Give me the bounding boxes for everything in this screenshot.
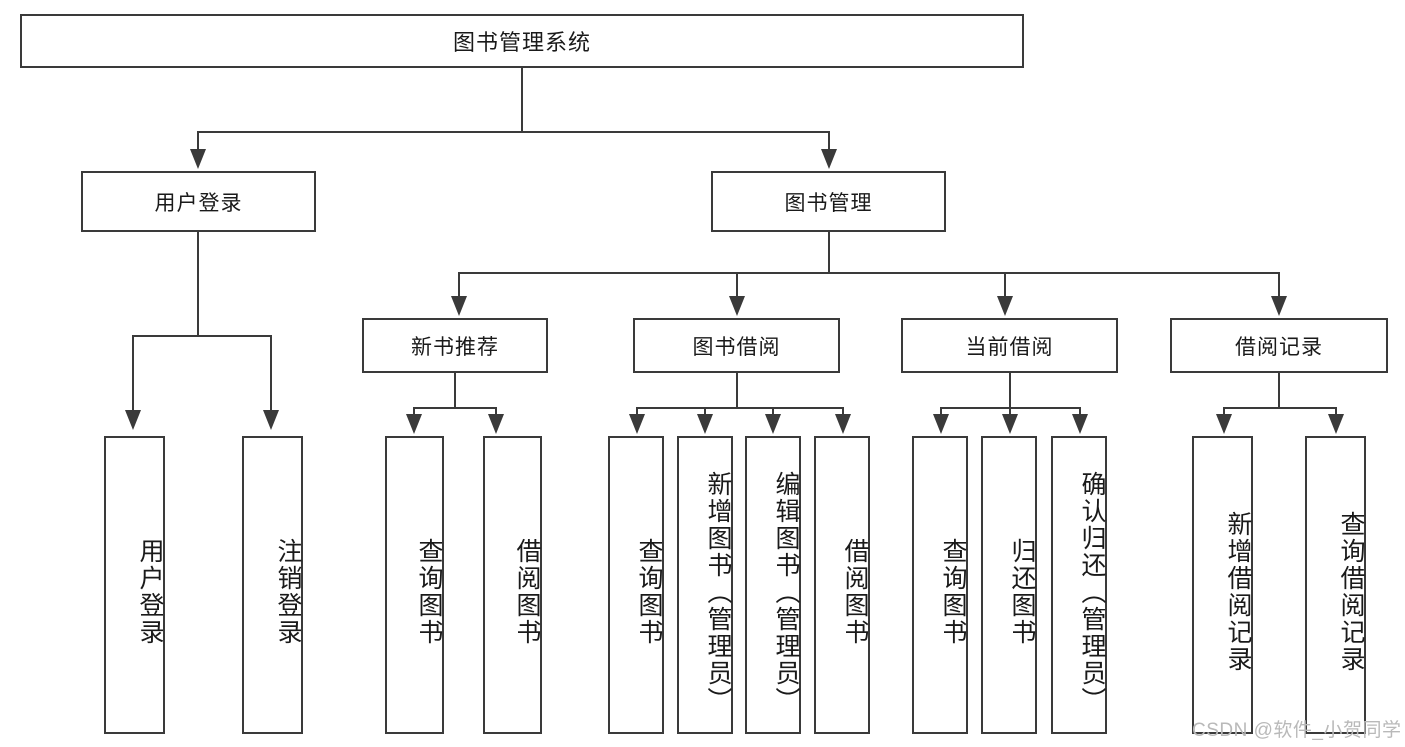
- node-leaf-query-record[interactable]: 查询借阅记录: [1305, 436, 1366, 734]
- edge-to-leaf-borrow-book-1: [495, 407, 497, 420]
- edge-book-management-splitter: [459, 272, 1280, 274]
- arrowhead-to-leaf-query-book-3: [933, 414, 949, 434]
- node-label: 注销登录: [274, 538, 302, 646]
- arrowhead-to-leaf-edit-book: [765, 414, 781, 434]
- edge-new-book-recommend-trunk: [454, 373, 456, 408]
- node-label: 归还图书: [1008, 538, 1036, 646]
- edge-root-to-user-login: [197, 131, 199, 157]
- edge-to-borrow-record: [1278, 272, 1280, 302]
- edge-borrow-record-splitter: [1224, 407, 1337, 409]
- arrowhead-to-leaf-user-login: [125, 410, 141, 430]
- node-leaf-add-book[interactable]: 新增图书（管理员）: [677, 436, 733, 734]
- arrowhead-to-leaf-add-book: [697, 414, 713, 434]
- edge-book-management-trunk: [828, 232, 830, 274]
- node-current-borrow[interactable]: 当前借阅: [901, 318, 1118, 373]
- arrowhead-to-leaf-confirm-return: [1072, 414, 1088, 434]
- arrowhead-to-leaf-query-record: [1328, 414, 1344, 434]
- node-leaf-return-book[interactable]: 归还图书: [981, 436, 1037, 734]
- node-book-management[interactable]: 图书管理: [711, 171, 946, 232]
- node-leaf-edit-book[interactable]: 编辑图书（管理员）: [745, 436, 801, 734]
- edge-to-leaf-add-book: [704, 407, 706, 420]
- edge-book-borrow-trunk: [736, 373, 738, 408]
- edge-root-trunk: [521, 68, 523, 132]
- edge-to-leaf-query-book-1: [413, 407, 415, 420]
- edge-to-leaf-add-record: [1223, 407, 1225, 420]
- edge-book-borrow-splitter: [637, 407, 844, 409]
- node-book-management-system[interactable]: 图书管理系统: [20, 14, 1024, 68]
- node-leaf-query-book-1[interactable]: 查询图书: [385, 436, 444, 734]
- edge-new-book-recommend-splitter: [414, 407, 497, 409]
- node-user-login[interactable]: 用户登录: [81, 171, 316, 232]
- edge-current-borrow-splitter: [941, 407, 1081, 409]
- node-leaf-borrow-book-1[interactable]: 借阅图书: [483, 436, 542, 734]
- arrowhead-to-leaf-borrow-book-1: [488, 414, 504, 434]
- node-label: 图书管理: [784, 191, 873, 215]
- node-leaf-query-book-3[interactable]: 查询图书: [912, 436, 968, 734]
- node-label: 编辑图书（管理员）: [772, 470, 800, 714]
- arrowhead-to-leaf-return-book: [1002, 414, 1018, 434]
- node-label: 借阅图书: [841, 538, 869, 646]
- csdn-watermark: CSDN @软件_小贺同学: [1192, 720, 1402, 741]
- node-book-borrow[interactable]: 图书借阅: [633, 318, 840, 373]
- node-label: 当前借阅: [965, 335, 1054, 359]
- node-label: 新书推荐: [411, 335, 499, 359]
- arrowhead-to-new-book-recommend: [451, 296, 467, 316]
- node-label: 图书管理系统: [452, 30, 591, 55]
- edge-to-leaf-return-book: [1009, 407, 1011, 420]
- node-label: 新增图书（管理员）: [704, 470, 732, 714]
- node-label: 用户登录: [154, 191, 243, 215]
- edge-to-book-borrow: [736, 272, 738, 302]
- edge-borrow-record-trunk: [1278, 373, 1280, 408]
- node-label: 图书借阅: [692, 335, 781, 359]
- arrowhead-to-leaf-query-book-2: [629, 414, 645, 434]
- edge-to-leaf-edit-book: [772, 407, 774, 420]
- node-label: 查询图书: [415, 538, 443, 646]
- node-leaf-logout-login[interactable]: 注销登录: [242, 436, 303, 734]
- arrowhead-to-leaf-borrow-book-2: [835, 414, 851, 434]
- edge-to-leaf-query-book-2: [636, 407, 638, 420]
- node-label: 确认归还（管理员）: [1078, 470, 1106, 714]
- edge-to-new-book-recommend: [458, 272, 460, 302]
- arrowhead-to-book-management: [821, 149, 837, 169]
- edge-root-splitter: [198, 131, 830, 133]
- edge-to-leaf-borrow-book-2: [842, 407, 844, 420]
- node-borrow-record[interactable]: 借阅记录: [1170, 318, 1388, 373]
- arrowhead-to-user-login: [190, 149, 206, 169]
- node-label: 查询图书: [635, 538, 663, 646]
- node-label: 查询借阅记录: [1337, 511, 1365, 673]
- edge-to-leaf-confirm-return: [1079, 407, 1081, 420]
- node-label: 借阅记录: [1235, 335, 1323, 359]
- node-new-book-recommend[interactable]: 新书推荐: [362, 318, 548, 373]
- edge-to-leaf-query-record: [1335, 407, 1337, 420]
- node-leaf-confirm-return[interactable]: 确认归还（管理员）: [1051, 436, 1107, 734]
- arrowhead-to-leaf-query-book-1: [406, 414, 422, 434]
- node-label: 查询图书: [939, 538, 967, 646]
- node-leaf-user-login[interactable]: 用户登录: [104, 436, 165, 734]
- node-label: 新增借阅记录: [1224, 511, 1252, 673]
- node-label: 用户登录: [136, 538, 164, 646]
- edge-user-login-trunk: [197, 232, 199, 336]
- node-label: 借阅图书: [513, 538, 541, 646]
- node-leaf-borrow-book-2[interactable]: 借阅图书: [814, 436, 870, 734]
- node-leaf-add-record[interactable]: 新增借阅记录: [1192, 436, 1253, 734]
- edge-to-leaf-user-login: [132, 335, 134, 416]
- arrowhead-to-leaf-add-record: [1216, 414, 1232, 434]
- edge-root-to-book-management: [828, 131, 830, 157]
- arrowhead-to-leaf-logout-login: [263, 410, 279, 430]
- edge-user-login-splitter: [133, 335, 272, 337]
- arrowhead-to-borrow-record: [1271, 296, 1287, 316]
- edge-to-current-borrow: [1004, 272, 1006, 302]
- node-leaf-query-book-2[interactable]: 查询图书: [608, 436, 664, 734]
- edge-to-leaf-query-book-3: [940, 407, 942, 420]
- arrowhead-to-current-borrow: [997, 296, 1013, 316]
- arrowhead-to-book-borrow: [729, 296, 745, 316]
- edge-to-leaf-logout-login: [270, 335, 272, 416]
- edge-current-borrow-trunk: [1009, 373, 1011, 408]
